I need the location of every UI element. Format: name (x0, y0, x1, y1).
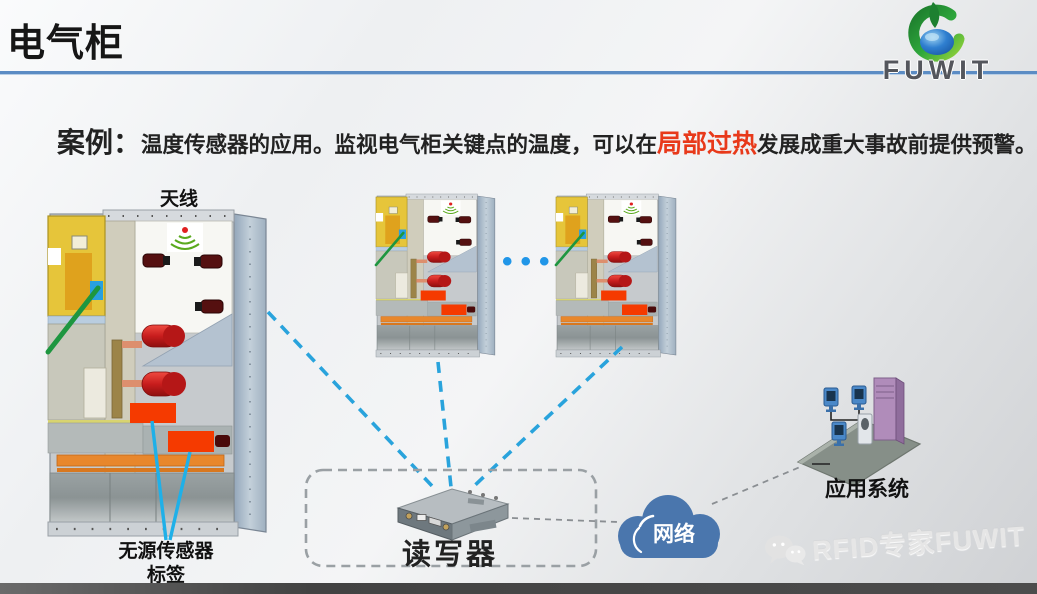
antenna-label: 天线 (160, 189, 199, 210)
workstation-icon (823, 387, 839, 412)
cabinet-large (48, 210, 266, 536)
rfid-link-lines (266, 310, 624, 489)
network-label: 网络 (653, 523, 695, 546)
app-system-label: 应用系统 (825, 478, 909, 501)
cloud-to-app-link (711, 466, 801, 505)
reader-device (396, 488, 510, 541)
wechat-icon (763, 532, 807, 569)
reader-label: 读写器 (402, 539, 499, 571)
sensor-tag-label-line2: 标签 (146, 565, 185, 586)
cabinet-small-1 (374, 192, 497, 359)
watermark: RFID专家FUWIT (763, 514, 1027, 571)
terminal-icon (857, 413, 873, 445)
reader-to-cloud-link (511, 517, 619, 523)
case-description: 案例： 温度传感器的应用。监视电气柜关键点的温度，可以在 局部过热 发展成重大事… (57, 121, 1037, 161)
bottom-bar (0, 583, 1037, 594)
brand-name: FUWIT (882, 55, 994, 85)
workstation-icon (851, 385, 867, 410)
rfid-link-1 (266, 310, 435, 489)
rfid-link-2 (436, 361, 453, 488)
case-label: 案例： (57, 127, 142, 158)
workstation-icon (831, 421, 847, 446)
sensor-tag-label: 无源传感器 标签 (96, 540, 236, 588)
server-tower-icon (873, 377, 905, 445)
sensor-tag-pointer-lines (150, 420, 192, 541)
ellipsis-dots: ••• (502, 245, 558, 278)
case-text-before: 温度传感器的应用。监视电气柜关键点的温度，可以在 (141, 133, 658, 157)
rfid-link-3 (471, 345, 624, 489)
app-system-graphic (796, 377, 922, 487)
sensor-tag-label-line1: 无源传感器 (118, 541, 214, 562)
case-text-after: 发展成重大事故前提供预警。 (757, 133, 1037, 157)
fuwit-swirl-logo-icon (901, 1, 971, 63)
cloud-icon (618, 495, 720, 558)
network-link-lines (511, 466, 801, 523)
cabinet-small-2 (554, 192, 678, 359)
reader-boundary-box (304, 468, 598, 568)
page-title: 电气柜 (7, 23, 125, 65)
header-divider-line (0, 71, 1037, 75)
case-highlight: 局部过热 (657, 130, 758, 158)
